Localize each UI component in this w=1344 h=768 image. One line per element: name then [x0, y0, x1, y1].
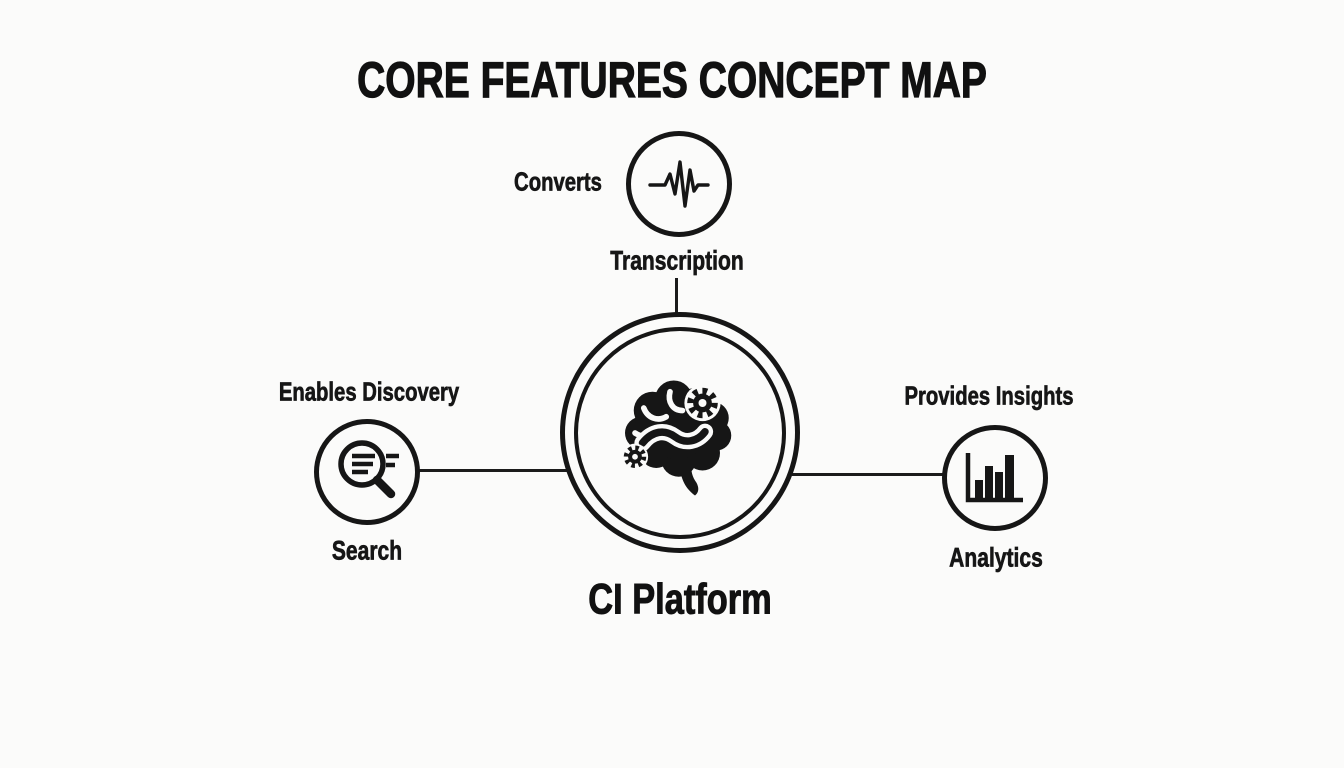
bar-chart-icon [965, 453, 1023, 503]
edge-label-provides-insights: Provides Insights [904, 380, 1074, 411]
node-analytics [942, 425, 1048, 531]
edge-label-enables-discovery: Enables Discovery [278, 376, 460, 407]
ci-platform-label: CI Platform [588, 575, 772, 624]
edge-label-converts: Converts [514, 166, 602, 197]
search-label: Search [331, 535, 403, 566]
edge-center-to-analytics [792, 473, 943, 476]
ci-platform-inner-ring [574, 326, 786, 539]
node-search [314, 419, 420, 525]
node-transcription [626, 131, 732, 237]
brain-gears-icon [621, 380, 732, 495]
node-ci-platform [560, 312, 800, 553]
page-title: CORE FEATURES CONCEPT MAP [357, 51, 988, 108]
analytics-label: Analytics [949, 542, 1043, 573]
edge-search-to-center [419, 469, 568, 472]
edge-transcription-to-center [675, 278, 678, 314]
waveform-icon [648, 160, 710, 208]
transcription-label: Transcription [610, 245, 744, 276]
search-text-icon [338, 440, 399, 499]
